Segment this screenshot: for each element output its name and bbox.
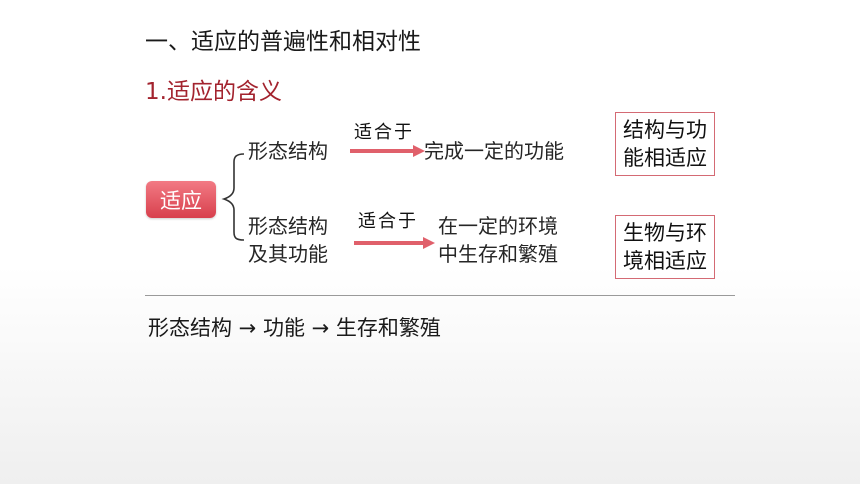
curly-brace: [221, 153, 245, 241]
relation-arrow-2: [354, 237, 435, 249]
branch2-object: 在一定的环境 中生存和繁殖: [438, 212, 558, 268]
branch2-subject: 形态结构 及其功能: [248, 212, 328, 268]
branch2-tag: 生物与环 境相适应: [615, 215, 715, 279]
branch1-tag-line1: 结构与功: [623, 118, 707, 142]
branch1-relation: 适合于: [354, 122, 414, 143]
section-subtitle: 1.适应的含义: [145, 79, 282, 105]
branch2-relation: 适合于: [358, 211, 418, 232]
branch2-object-line1: 在一定的环境: [438, 214, 558, 238]
branch2-tag-line2: 境相适应: [623, 249, 707, 273]
branch2-subject-line1: 形态结构: [248, 214, 328, 238]
branch2-tag-line1: 生物与环: [623, 221, 707, 245]
root-node: 适应: [146, 181, 216, 218]
branch2-object-line2: 中生存和繁殖: [438, 242, 558, 266]
summary-flow: 形态结构 → 功能 → 生存和繁殖: [148, 316, 441, 340]
branch1-object: 完成一定的功能: [424, 139, 564, 163]
branch1-subject: 形态结构: [248, 139, 328, 163]
section-divider: [145, 295, 735, 296]
branch1-tag: 结构与功 能相适应: [615, 112, 715, 176]
branch2-subject-line2: 及其功能: [248, 242, 328, 266]
branch1-tag-line2: 能相适应: [623, 146, 707, 170]
page-title: 一、适应的普遍性和相对性: [145, 29, 421, 55]
relation-arrow-1: [350, 145, 425, 157]
